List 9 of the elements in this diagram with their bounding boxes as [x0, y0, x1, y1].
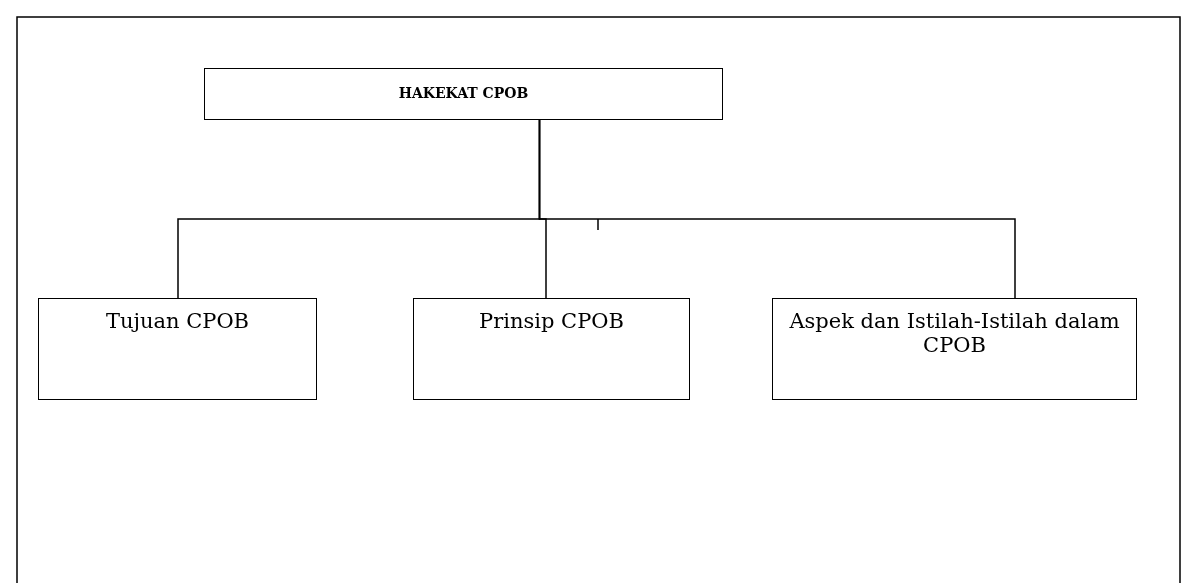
box: [413, 298, 690, 400]
node-label: Aspek dan Istilah-Istilah dalam CPOB: [788, 309, 1121, 357]
box: [204, 68, 723, 120]
title-text: HAKEKAT CPOB: [397, 85, 530, 101]
box: [772, 298, 1137, 400]
node-label: Prinsip CPOB: [478, 309, 625, 333]
box: [38, 298, 317, 400]
connector-line: [538, 119, 1016, 299]
node-label: Tujuan CPOB: [104, 309, 251, 333]
